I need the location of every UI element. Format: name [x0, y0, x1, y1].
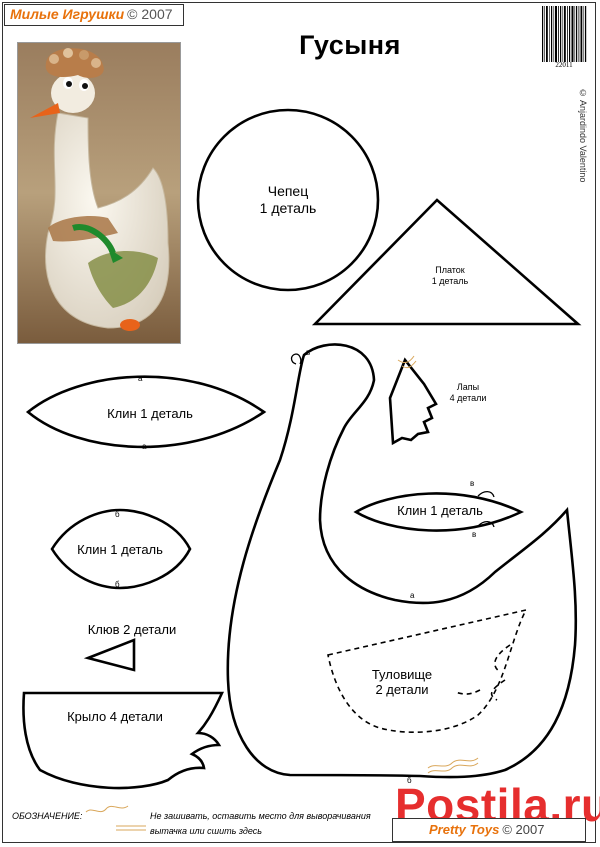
- toy-photo: [17, 42, 181, 344]
- beak-label: Клюв 2 детали: [87, 622, 177, 637]
- body-mark-v: в: [306, 348, 311, 357]
- barcode-number: 22011: [555, 61, 573, 69]
- beak-piece: [83, 638, 136, 672]
- body-count: 2 детали: [375, 682, 429, 697]
- wedge-top-mark-a: а: [138, 374, 143, 383]
- page-title: Гусыня: [299, 30, 401, 60]
- wedge-mid-label: Клин 1 деталь: [77, 542, 163, 557]
- wedge-top-mark-a-bottom: а: [142, 442, 147, 451]
- wedge-right-mark-v-bottom: в: [472, 530, 477, 539]
- scarf-piece: [311, 198, 582, 326]
- paws-label: Лапы 4 детали: [440, 382, 496, 404]
- body-mark-a: а: [410, 591, 415, 600]
- wedge-right-piece: [353, 492, 525, 532]
- wedge-mid-mark-b: б: [115, 510, 120, 519]
- wedge-top-piece: [25, 375, 267, 449]
- cap-piece: [196, 108, 380, 292]
- brand-header: Милые Игрушки© 2007: [4, 4, 184, 26]
- open-mark-paws: [397, 355, 415, 364]
- brand-name: Милые Игрушки: [10, 6, 125, 22]
- wedge-right-label: Клин 1 деталь: [397, 503, 483, 518]
- head-notch: [290, 353, 302, 365]
- legend-item-open: Не зашивать, оставить место для выворачи…: [150, 811, 371, 821]
- body-piece: [226, 343, 578, 779]
- legend-open-icon: [85, 805, 129, 813]
- barcode-icon: [542, 6, 587, 62]
- wedge-right-mark-v: в: [470, 479, 475, 488]
- notch-bottom: [477, 520, 495, 528]
- body-name: Туловище: [371, 667, 433, 682]
- paws-piece: [388, 357, 438, 446]
- dart-line: [327, 608, 528, 734]
- footer-brand-name: Pretty Toys: [429, 822, 500, 837]
- brand-copyright: © 2007: [127, 6, 173, 22]
- wing-piece: [22, 691, 225, 790]
- wedge-top-label: Клин 1 деталь: [107, 406, 193, 421]
- body-label: Туловище 2 детали: [360, 667, 444, 697]
- legend-title: ОБОЗНАЧЕНИЕ:: [12, 811, 83, 821]
- cap-name: Чепец: [267, 183, 309, 199]
- paws-count: 4 детали: [449, 393, 487, 403]
- scarf-count: 1 деталь: [431, 276, 469, 286]
- notch-top: [477, 490, 495, 498]
- footer-copyright: © 2007: [502, 822, 545, 837]
- scarf-label: Платок 1 деталь: [410, 265, 490, 287]
- legend-item-dart: вытачка или сшить здесь: [150, 826, 263, 836]
- goose-photo-illustration: [18, 43, 180, 343]
- cap-label: Чепец 1 деталь: [238, 183, 338, 217]
- cap-count: 1 деталь: [259, 200, 317, 216]
- credit-text: © Anjardindo Valentino: [578, 88, 588, 183]
- wedge-mid-mark-b-bottom: б: [115, 580, 120, 589]
- open-mark-body: [427, 757, 479, 769]
- body-mark-b: б: [407, 776, 412, 785]
- scarf-name: Платок: [435, 265, 465, 275]
- wing-label: Крыло 4 детали: [67, 709, 163, 724]
- footer-brand: Pretty Toys© 2007: [392, 818, 586, 842]
- paws-name: Лапы: [456, 382, 480, 392]
- wedge-mid-piece: [50, 508, 192, 590]
